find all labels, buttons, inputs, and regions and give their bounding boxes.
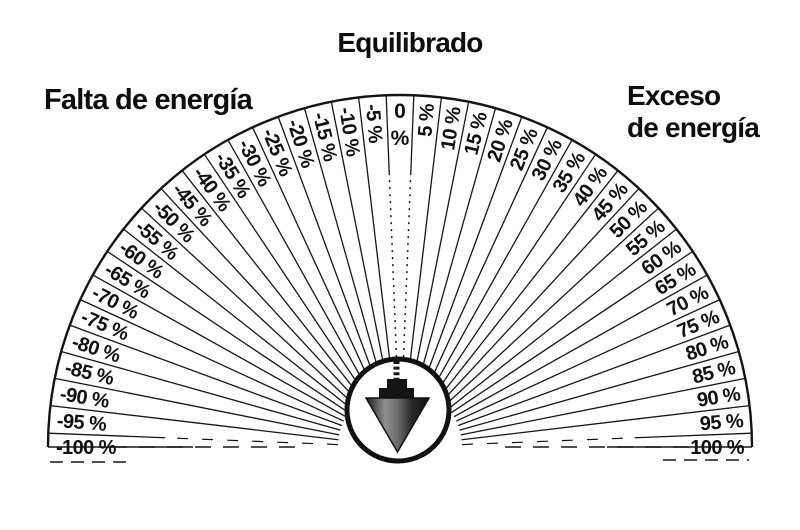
sector-line <box>429 139 573 394</box>
sector-line <box>461 437 635 446</box>
sector-line <box>303 108 384 388</box>
sector-line <box>165 437 339 446</box>
pendulum-cone <box>364 397 431 454</box>
pendulum-cap-neck <box>387 379 407 390</box>
sector-line <box>433 153 597 396</box>
sector-line <box>160 188 359 402</box>
scale-label: 95 % <box>699 410 745 435</box>
sector-line <box>457 324 731 427</box>
sector-line <box>461 404 750 441</box>
sector-line <box>227 139 371 394</box>
sector-line <box>54 377 340 436</box>
sector-line <box>141 207 355 406</box>
sector-line <box>453 274 708 418</box>
sector-line <box>459 350 739 431</box>
sector-line <box>441 188 640 402</box>
sector-line <box>437 170 619 399</box>
sector-line <box>123 228 352 410</box>
sector-line <box>61 350 341 431</box>
sector-line <box>416 108 497 388</box>
sector-line <box>388 175 399 386</box>
right-zone-heading-line2: de energía <box>627 112 760 143</box>
sector-line <box>448 228 677 410</box>
sector-line <box>460 377 746 436</box>
sector-line <box>451 250 694 414</box>
right-zone-heading: Exceso de energía <box>627 80 760 144</box>
sector-line <box>425 127 548 391</box>
sector-line <box>410 95 415 176</box>
right-zone-heading-line1: Exceso <box>627 80 721 111</box>
sector-line <box>181 170 363 399</box>
sector-line <box>634 432 752 439</box>
scale-label-zero-unit: % <box>391 127 410 150</box>
scale-label-zero: 0 <box>394 100 406 123</box>
sector-line <box>445 207 659 406</box>
scale-label: -100 % <box>56 437 117 459</box>
scale-label: 5 % <box>414 102 439 137</box>
scale-label: -95 % <box>56 410 108 436</box>
sector-line <box>48 432 166 439</box>
sector-line <box>420 116 523 390</box>
sector-line <box>69 324 343 427</box>
pendulum-icon <box>344 356 452 464</box>
sector-line <box>406 97 443 386</box>
sector-line <box>80 299 344 422</box>
sector-line <box>357 97 394 386</box>
scale-label: -5 % <box>361 103 386 144</box>
sector-line <box>252 127 375 391</box>
top-heading: Equilibrado <box>337 27 483 58</box>
pendulum-chain-top <box>393 357 400 363</box>
sector-line <box>411 101 470 387</box>
sector-line <box>277 116 380 390</box>
sector-line <box>385 95 390 176</box>
left-zone-heading: Falta de energía <box>44 84 253 116</box>
sector-line <box>456 299 720 422</box>
pendulum-cap-flange <box>379 388 414 398</box>
sector-line <box>92 274 347 418</box>
outer-rim-arc <box>46 93 754 448</box>
sector-line <box>401 175 412 386</box>
scale-fan <box>48 95 752 463</box>
sector-line <box>330 101 389 387</box>
sector-line <box>106 250 349 414</box>
scale-label: 100 % <box>690 437 745 459</box>
sector-line <box>203 153 367 396</box>
sector-line <box>50 404 339 441</box>
